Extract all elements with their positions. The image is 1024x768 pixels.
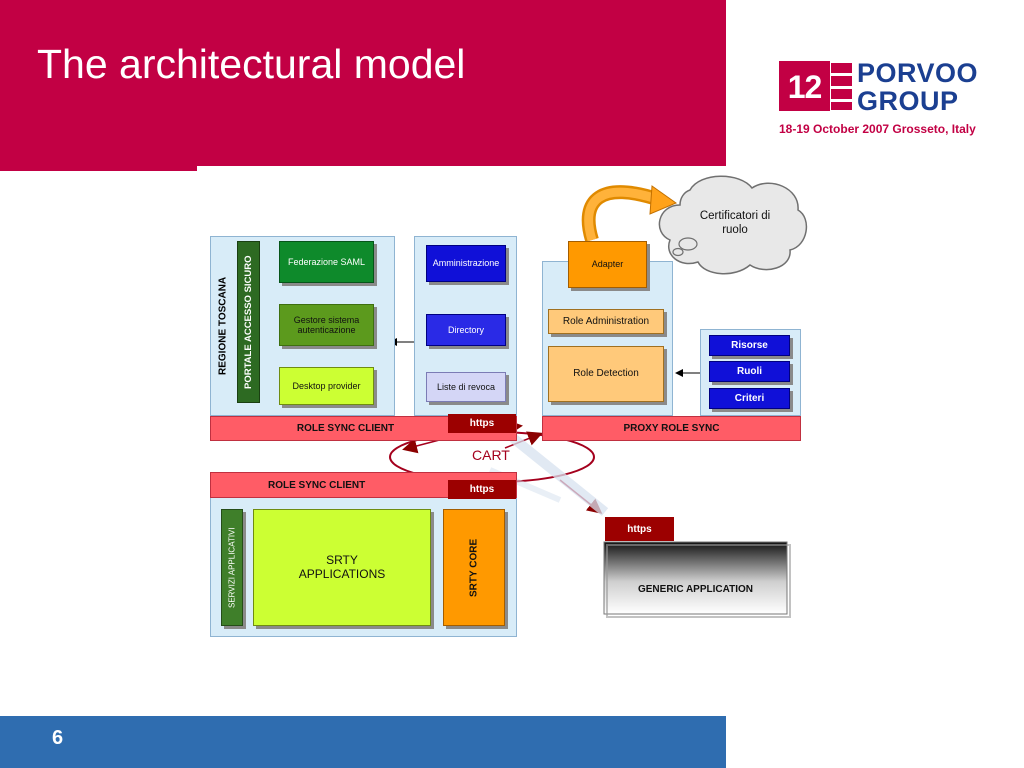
srty-applications-box: SRTY APPLICATIONS xyxy=(253,509,431,626)
srty-core-label: SRTY CORE xyxy=(468,538,480,597)
logo-word-porvoo: PORVOO xyxy=(857,58,979,88)
liste-revoca-box: Liste di revoca xyxy=(426,372,506,402)
header-band xyxy=(0,0,726,166)
servizi-label: SERVIZI APPLICATIVI xyxy=(227,527,237,608)
cart-label: CART xyxy=(472,447,510,463)
logo-word-group: GROUP xyxy=(857,86,959,116)
gestore-sistema-box: Gestore sistema autenticazione xyxy=(279,304,374,346)
amministrazione-box: Amministrazione xyxy=(426,245,506,282)
logo-stripe xyxy=(831,89,852,99)
directory-box: Directory xyxy=(426,314,506,346)
servizi-column xyxy=(221,509,243,626)
federazione-saml-box: Federazione SAML xyxy=(279,241,374,283)
proxy-role-sync-bar: PROXY ROLE SYNC xyxy=(542,416,801,441)
desktop-provider-box: Desktop provider xyxy=(279,367,374,405)
logo-stripe xyxy=(831,76,852,86)
https-tab-bottom: https xyxy=(448,480,516,499)
role-sync-client-bottom-label: ROLE SYNC CLIENT xyxy=(268,479,366,491)
page-number: 6 xyxy=(52,727,64,749)
ruoli-box: Ruoli xyxy=(709,361,790,382)
cloud-label: Certificatori di ruolo xyxy=(699,210,771,237)
https-tab-generic: https xyxy=(605,517,674,541)
footer-band xyxy=(0,716,726,768)
cloud-shape xyxy=(658,175,808,275)
role-administration-box: Role Administration xyxy=(548,309,664,334)
role-detection-box: Role Detection xyxy=(548,346,664,402)
event-date: 18-19 October 2007 Grosseto, Italy xyxy=(779,122,976,136)
portale-column xyxy=(237,241,260,403)
logo-number: 12 xyxy=(779,61,830,111)
srty-core-box xyxy=(443,509,505,626)
logo-stripe xyxy=(831,63,852,73)
header-accent-line xyxy=(0,166,197,171)
slide-title: The architectural model xyxy=(37,41,466,87)
regione-toscana-label: REGIONE TOSCANA xyxy=(217,276,229,376)
logo-stripe xyxy=(831,102,852,110)
adapter-box: Adapter xyxy=(568,241,647,288)
role-sync-client-top-label: ROLE SYNC CLIENT xyxy=(296,423,395,434)
https-tab-top: https xyxy=(448,414,516,433)
generic-application-label: GENERIC APPLICATION xyxy=(637,583,753,595)
portale-label: PORTALE ACCESSO SICURO xyxy=(243,255,254,389)
risorse-box: Risorse xyxy=(709,335,790,356)
criteri-box: Criteri xyxy=(709,388,790,409)
